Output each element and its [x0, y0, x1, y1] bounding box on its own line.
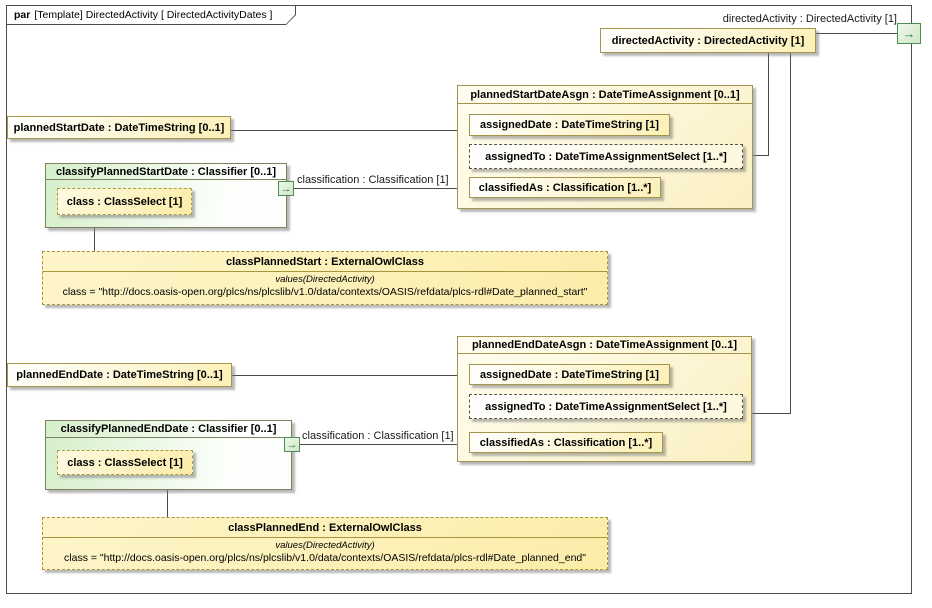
node-directed-activity[interactable]: directedActivity : DirectedActivity [1]	[600, 28, 816, 53]
node-classified-as-end-label: classifiedAs : Classification [1..*]	[479, 436, 653, 449]
connector-plannedenddate-to-assigneddate	[232, 375, 469, 376]
frame-tab: par [Template] DirectedActivity [ Direct…	[6, 5, 296, 25]
node-assigned-to-end-label: assignedTo : DateTimeAssignmentSelect [1…	[485, 400, 727, 413]
node-planned-end-date-label: plannedEndDate : DateTimeString [0..1]	[16, 369, 223, 381]
node-class-planned-start-value: class = "http://docs.oasis-open.org/plcs…	[62, 286, 588, 298]
port-classification-end[interactable]: →	[284, 437, 300, 452]
node-planned-start-date[interactable]: plannedStartDate : DateTimeString [0..1]	[7, 116, 231, 139]
node-class-planned-end-title-text: classPlannedEnd : ExternalOwlClass	[228, 521, 422, 534]
node-class-select-start-label: class : ClassSelect [1]	[66, 195, 183, 208]
node-class-planned-end[interactable]: classPlannedEnd : ExternalOwlClass value…	[42, 517, 608, 570]
node-classify-planned-start-date-title-text: classifyPlannedStartDate : Classifier [0…	[55, 165, 277, 178]
node-assigned-date-end-label: assignedDate : DateTimeString [1]	[480, 368, 659, 381]
classification-end-label: classification : Classification [1]	[302, 430, 454, 442]
node-classified-as-end[interactable]: classifiedAs : Classification [1..*]	[469, 432, 663, 453]
connector-assignedto-start-v	[768, 53, 769, 156]
node-classify-planned-end-date-title: classifyPlannedEndDate : Classifier [0..…	[46, 421, 291, 438]
node-class-planned-start-title: classPlannedStart : ExternalOwlClass	[43, 252, 607, 272]
connector-assignedto-end-h	[743, 413, 791, 414]
connector-classification-end	[300, 444, 469, 445]
port-arrow-icon: →	[902, 26, 916, 41]
node-class-planned-end-value: class = "http://docs.oasis-open.org/plcs…	[64, 552, 586, 564]
node-planned-start-date-asgn-title-text: plannedStartDateAsgn : DateTimeAssignmen…	[470, 88, 740, 101]
classification-start-label: classification : Classification [1]	[297, 174, 449, 186]
node-class-planned-end-title: classPlannedEnd : ExternalOwlClass	[43, 518, 607, 538]
connector-classification-start	[294, 188, 469, 189]
node-assigned-to-start-label: assignedTo : DateTimeAssignmentSelect [1…	[485, 150, 727, 163]
frame-port-label: directedActivity : DirectedActivity [1]	[722, 13, 897, 25]
connector-plannedstartdate-to-assigneddate	[231, 130, 469, 131]
node-assigned-date-start-label: assignedDate : DateTimeString [1]	[480, 119, 659, 131]
node-class-planned-end-stereotype: values(DirectedActivity)	[275, 540, 375, 551]
node-class-select-end[interactable]: class : ClassSelect [1]	[57, 450, 193, 475]
connector-directedactivity-to-frameport	[816, 33, 898, 34]
node-class-planned-start[interactable]: classPlannedStart : ExternalOwlClass val…	[42, 251, 608, 305]
node-planned-end-date-asgn-title-text: plannedEndDateAsgn : DateTimeAssignment …	[471, 339, 738, 351]
connector-assignedto-start-h	[743, 155, 769, 156]
node-planned-end-date[interactable]: plannedEndDate : DateTimeString [0..1]	[7, 363, 232, 387]
node-planned-start-date-asgn-title: plannedStartDateAsgn : DateTimeAssignmen…	[458, 86, 752, 104]
node-assigned-date-end[interactable]: assignedDate : DateTimeString [1]	[469, 364, 670, 385]
connector-class-to-classplannedstart	[94, 215, 95, 251]
node-classify-planned-start-date-title: classifyPlannedStartDate : Classifier [0…	[46, 164, 286, 180]
node-classified-as-start[interactable]: classifiedAs : Classification [1..*]	[469, 177, 661, 198]
node-class-select-end-label: class : ClassSelect [1]	[67, 456, 183, 469]
node-classify-planned-end-date-title-text: classifyPlannedEndDate : Classifier [0..…	[60, 423, 277, 435]
diagram-frame	[6, 5, 912, 594]
node-planned-end-date-asgn-title: plannedEndDateAsgn : DateTimeAssignment …	[458, 337, 751, 354]
node-class-planned-start-title-text: classPlannedStart : ExternalOwlClass	[225, 255, 425, 268]
connector-class-to-classplannedend	[167, 474, 168, 517]
frame-kind-keyword: par	[14, 9, 31, 21]
frame-port-directedactivity[interactable]: →	[897, 23, 921, 44]
node-classified-as-start-label: classifiedAs : Classification [1..*]	[478, 181, 652, 194]
node-assigned-date-start[interactable]: assignedDate : DateTimeString [1]	[469, 114, 670, 136]
port-arrow-icon: →	[286, 438, 298, 451]
port-arrow-icon: →	[280, 182, 292, 195]
port-classification-start[interactable]: →	[278, 181, 294, 196]
node-class-select-start[interactable]: class : ClassSelect [1]	[57, 188, 192, 215]
node-class-planned-start-stereotype: values(DirectedActivity)	[275, 274, 375, 285]
diagram-title: [Template] DirectedActivity [ DirectedAc…	[34, 9, 273, 21]
node-planned-start-date-label: plannedStartDate : DateTimeString [0..1]	[13, 121, 225, 134]
node-assigned-to-start[interactable]: assignedTo : DateTimeAssignmentSelect [1…	[469, 144, 743, 169]
node-directed-activity-label: directedActivity : DirectedActivity [1]	[611, 34, 805, 47]
connector-assignedto-end-v	[790, 53, 791, 414]
node-assigned-to-end[interactable]: assignedTo : DateTimeAssignmentSelect [1…	[469, 394, 743, 419]
